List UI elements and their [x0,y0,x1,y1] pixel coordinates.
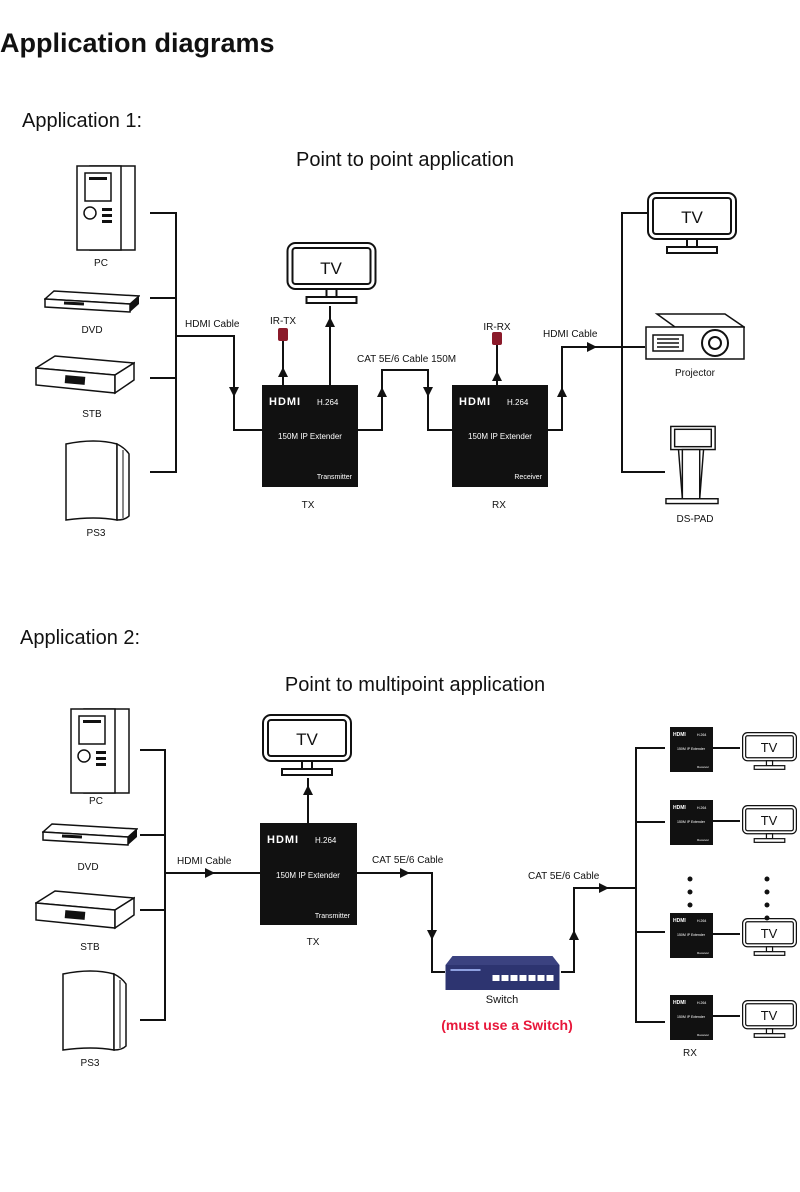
codec-label: H.264 [697,806,706,810]
ps3-icon [65,440,130,521]
hdmi-logo: HDMI [673,1000,686,1006]
codec-label: H.264 [315,836,337,845]
extender-role: Transmitter [317,474,353,481]
display-label-projector: Projector [675,368,716,379]
extender-role: Receiver [514,474,542,481]
switch-note: (must use a Switch) [441,1017,572,1033]
hdmi-logo: HDMI [267,834,299,846]
rx-extender: HDMI H.264 150M IP Extender Receiver [452,385,548,487]
extender-name: 150M IP Extender [468,432,532,441]
dvd-icon [42,823,138,846]
ir-rx-sensor-icon [492,332,502,345]
ir-tx-sensor-icon [278,328,288,341]
application-1: Application 1: Point to point applicatio… [22,110,745,539]
source-label-ps3: PS3 [87,528,106,539]
cat-cable-label: CAT 5E/6 Cable 150M [357,354,456,365]
extender-role: Receiver [697,1033,709,1037]
hdmi-logo: HDMI [673,918,686,924]
rx-label: RX [683,1048,697,1059]
extender-name: 150M IP Extender [276,871,340,880]
app2-heading: Application 2: [20,627,140,649]
ir-tx-label: IR-TX [270,316,296,327]
cat-cable-in-label: CAT 5E/6 Cable [372,855,444,866]
rx-label: RX [492,500,506,511]
source-label-dvd: DVD [77,862,98,873]
tx-extender: HDMI H.264 150M IP Extender Transmitter [262,385,358,487]
switch-label: Switch [486,994,518,1006]
extender-role: Receiver [697,838,709,842]
cat-cable-out-label: CAT 5E/6 Cable [528,871,600,882]
codec-label: H.264 [697,733,706,737]
tx-extender: HDMI H.264 150M IP Extender Transmitter [260,823,357,925]
receiver-box [670,727,713,772]
codec-label: H.264 [507,398,529,407]
ds-pad-icon [665,425,719,505]
tx-label: TX [302,500,315,511]
codec-label: H.264 [697,919,706,923]
hdmi-logo: HDMI [269,396,301,408]
page-title: Application diagrams [0,28,275,58]
source-label-stb: STB [82,409,102,420]
hdmi-logo: HDMI [673,732,686,738]
application-2: Application 2: Point to multipoint appli… [20,627,797,1069]
extender-name: 150M IP Extender [278,432,342,441]
ir-rx-label: IR-RX [483,322,511,333]
app1-title: Point to point application [296,149,514,171]
source-label-dvd: DVD [81,325,102,336]
extender-role: Receiver [697,765,709,769]
receiver-box [670,913,713,958]
hdmi-logo: HDMI [673,805,686,811]
display-label-ds-pad: DS-PAD [676,514,713,525]
tv-label: TV [761,813,778,828]
dvd-icon [44,290,140,313]
receiver-box [670,995,713,1040]
tv-label: TV [296,730,318,749]
source-label-pc: PC [89,796,103,807]
extender-role: Transmitter [315,913,351,920]
stb-icon [35,890,135,929]
tx-label: TX [307,937,320,948]
extender-role: Receiver [697,951,709,955]
codec-label: H.264 [697,1001,706,1005]
more-receivers-ellipsis [687,876,770,921]
stb-icon [35,355,135,394]
app1-heading: Application 1: [22,110,142,132]
source-label-pc: PC [94,258,108,269]
tv-label: TV [761,1008,778,1023]
extender-name: 150M IP Extender [677,933,706,937]
projector-icon [645,313,745,360]
source-bus [150,212,262,473]
hdmi-cable-label: HDMI Cable [177,856,232,867]
hdmi-cable-label: HDMI Cable [185,319,240,330]
app2-title: Point to multipoint application [285,674,545,696]
hdmi-cable-out-label: HDMI Cable [543,329,598,340]
ps3-icon [62,970,127,1051]
pc-icon [76,165,136,251]
source-label-ps3: PS3 [81,1058,100,1069]
extender-name: 150M IP Extender [677,747,706,751]
tv-label: TV [761,926,778,941]
network-switch-icon [445,956,560,990]
receiver-box [670,800,713,845]
source-label-stb: STB [80,942,100,953]
display-label-tv: TV [681,208,703,227]
codec-label: H.264 [317,398,339,407]
extender-name: 150M IP Extender [677,1015,706,1019]
tv-label: TV [761,740,778,755]
extender-name: 150M IP Extender [677,820,706,824]
pc-icon [70,708,130,794]
tv-label: TV [320,259,342,278]
hdmi-logo: HDMI [459,396,491,408]
